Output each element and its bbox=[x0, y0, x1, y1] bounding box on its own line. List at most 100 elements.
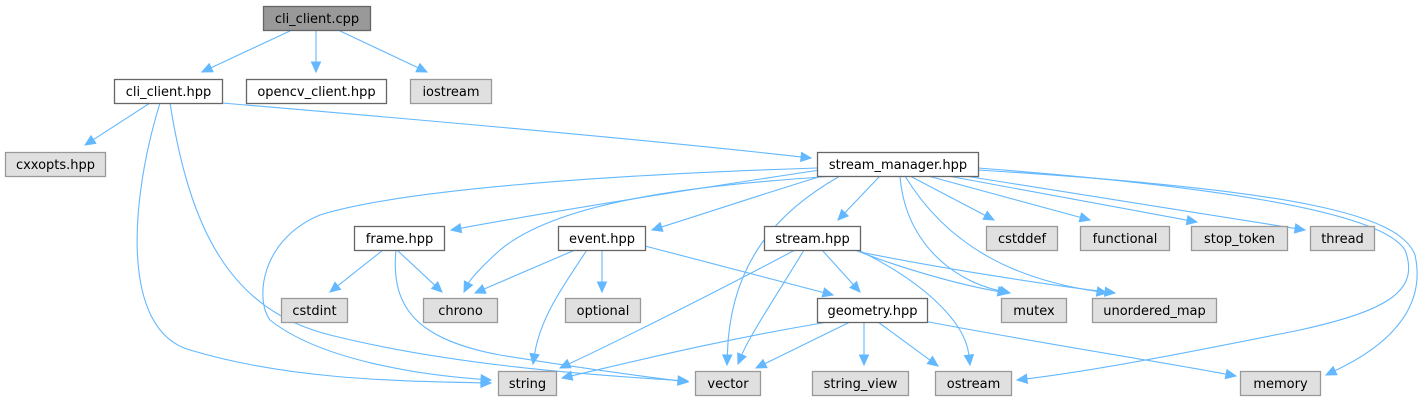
node-label: optional bbox=[577, 304, 630, 319]
node-cli-client-cpp[interactable]: cli_client.cpp bbox=[262, 5, 372, 32]
node-box bbox=[694, 370, 762, 397]
node-mutex: mutex bbox=[1000, 297, 1068, 324]
edge-stream-manager-hpp-to-memory bbox=[977, 169, 1418, 376]
node-label: iostream bbox=[422, 85, 479, 100]
node-label: stop_token bbox=[1204, 232, 1275, 247]
arrowhead-icon bbox=[1293, 223, 1307, 234]
node-box bbox=[1190, 225, 1289, 252]
node-geometry-hpp[interactable]: geometry.hpp bbox=[816, 297, 929, 324]
node-box bbox=[4, 151, 107, 178]
edge-stream-hpp-to-unordered-map bbox=[859, 251, 1117, 297]
edge-line bbox=[899, 175, 1001, 292]
edge-line bbox=[917, 319, 1227, 375]
node-stream-hpp[interactable]: stream.hpp bbox=[763, 225, 862, 252]
node-box bbox=[1091, 297, 1218, 324]
edge-line bbox=[859, 251, 1106, 293]
edge-line bbox=[877, 321, 931, 361]
edge-stream-manager-hpp-to-functional bbox=[927, 175, 1092, 223]
edge-line bbox=[904, 175, 1098, 293]
node-thread: thread bbox=[1309, 225, 1376, 252]
edge-line bbox=[394, 249, 679, 382]
edge-stream-manager-hpp-to-event-hpp bbox=[650, 175, 823, 232]
node-event-hpp[interactable]: event.hpp bbox=[557, 225, 647, 252]
arrowhead-icon bbox=[473, 283, 487, 294]
node-label: opencv_client.hpp bbox=[257, 85, 375, 100]
edge-line bbox=[468, 175, 837, 284]
edge-frame-hpp-to-vector bbox=[394, 249, 690, 386]
arrowhead-icon bbox=[529, 352, 540, 366]
edge-stream-manager-hpp-to-ostream bbox=[977, 167, 1410, 385]
node-label: cli_client.cpp bbox=[275, 12, 359, 27]
edge-line bbox=[857, 249, 970, 356]
node-cstdint: cstdint bbox=[280, 297, 349, 324]
edge-line bbox=[221, 102, 802, 158]
edge-event-hpp-to-geometry-hpp bbox=[644, 245, 835, 298]
edge-line bbox=[977, 169, 1418, 372]
node-box bbox=[262, 5, 372, 32]
node-box bbox=[245, 78, 388, 105]
node-box bbox=[564, 297, 642, 324]
arrowhead-icon bbox=[858, 354, 870, 367]
node-box bbox=[113, 78, 224, 105]
node-stream-manager-hpp[interactable]: stream_manager.hpp bbox=[816, 151, 980, 178]
node-box bbox=[353, 225, 446, 252]
node-frame-hpp[interactable]: frame.hpp bbox=[353, 225, 446, 252]
arrowhead-icon bbox=[926, 355, 939, 367]
edge-line bbox=[741, 249, 805, 356]
node-box bbox=[557, 225, 647, 252]
node-cli-client-hpp[interactable]: cli_client.hpp bbox=[113, 78, 224, 105]
arrowhead-icon bbox=[800, 151, 813, 163]
edge-stream-hpp-to-geometry-hpp bbox=[821, 249, 861, 293]
arrowhead-icon bbox=[83, 134, 97, 146]
node-string: string bbox=[497, 370, 558, 397]
edge-stream-manager-hpp-to-cstddef bbox=[909, 175, 996, 221]
node-box bbox=[422, 297, 499, 324]
edge-line bbox=[726, 175, 841, 356]
edge-stream-hpp-to-vector bbox=[737, 249, 805, 366]
node-label: vector bbox=[707, 377, 749, 392]
node-box bbox=[280, 297, 349, 324]
node-box bbox=[409, 78, 493, 105]
edge-line bbox=[210, 29, 293, 69]
node-box bbox=[1079, 225, 1171, 252]
edge-cli-client-cpp-to-opencv-client-hpp bbox=[310, 30, 322, 74]
arrowhead-icon bbox=[1015, 373, 1029, 385]
arrowhead-icon bbox=[415, 62, 429, 73]
edge-event-hpp-to-string bbox=[529, 249, 588, 366]
arrowhead-icon bbox=[837, 208, 850, 221]
node-label: event.hpp bbox=[569, 232, 635, 247]
arrowhead-icon bbox=[982, 210, 996, 221]
arrowhead-icon bbox=[558, 358, 572, 369]
edge-stream-hpp-to-mutex bbox=[854, 249, 1010, 297]
edge-line bbox=[534, 249, 588, 355]
edge-line bbox=[571, 321, 829, 377]
node-chrono: chrono bbox=[422, 297, 499, 324]
node-functional: functional bbox=[1079, 225, 1171, 252]
arrowhead-icon bbox=[1224, 368, 1238, 380]
node-label: cli_client.hpp bbox=[126, 85, 211, 100]
arrowhead-icon bbox=[449, 222, 463, 234]
edge-line bbox=[764, 321, 851, 365]
edge-stream-manager-hpp-to-thread bbox=[964, 175, 1307, 234]
arrowhead-icon bbox=[463, 280, 474, 294]
node-iostream: iostream bbox=[409, 78, 493, 105]
edge-line bbox=[927, 175, 1081, 218]
edge-line bbox=[821, 249, 854, 285]
edge-stream-manager-hpp-to-frame-hpp bbox=[449, 169, 821, 234]
node-label: geometry.hpp bbox=[827, 304, 917, 319]
edge-line bbox=[854, 249, 999, 292]
node-label: frame.hpp bbox=[366, 232, 433, 247]
edge-line bbox=[93, 102, 151, 141]
node-opencv-client-hpp[interactable]: opencv_client.hpp bbox=[245, 78, 388, 105]
node-label: cxxopts.hpp bbox=[16, 158, 95, 173]
node-box bbox=[763, 225, 862, 252]
node-stop-token: stop_token bbox=[1190, 225, 1289, 252]
edge-frame-hpp-to-chrono bbox=[396, 249, 443, 293]
node-box bbox=[811, 370, 910, 397]
node-box bbox=[934, 370, 1013, 397]
edge-stream-manager-hpp-to-string bbox=[262, 167, 818, 385]
node-string-view: string_view bbox=[811, 370, 910, 397]
arrowhead-icon bbox=[722, 354, 733, 367]
arrowhead-icon bbox=[754, 358, 768, 369]
edge-line bbox=[644, 245, 824, 294]
